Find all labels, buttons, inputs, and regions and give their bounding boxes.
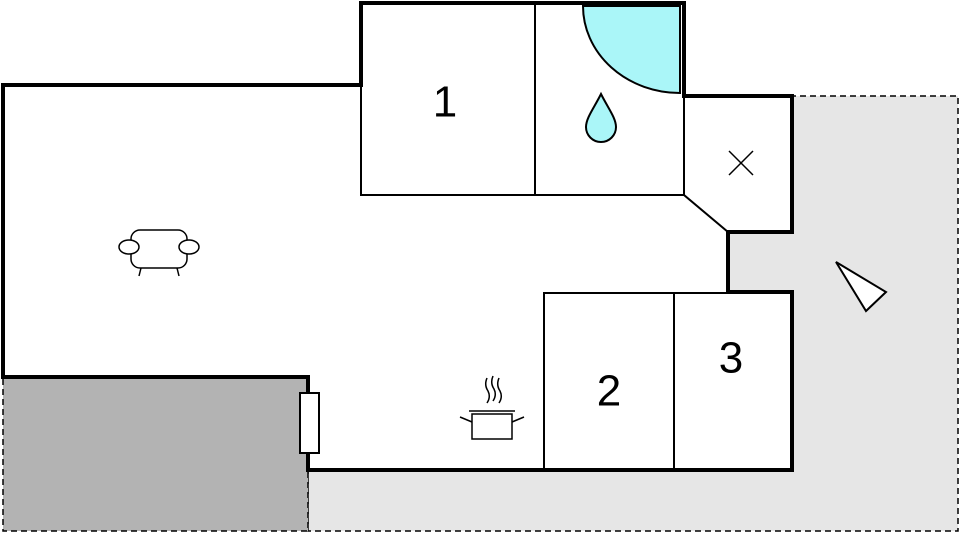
- cross-icon: [728, 150, 754, 176]
- room-3-label: 3: [719, 334, 743, 383]
- sofa-icon: [118, 229, 200, 277]
- outdoor-area-dark: [2, 376, 309, 532]
- cooking-pot-icon: [459, 375, 525, 440]
- water-drop-icon: [584, 91, 618, 143]
- shower: [581, 5, 681, 95]
- room-2-label: 2: [597, 367, 621, 416]
- toilet-room: [683, 95, 793, 233]
- room-3: [673, 292, 793, 471]
- terrace-door: [299, 392, 320, 454]
- north-arrow-icon: [835, 261, 888, 313]
- room-1-label: 1: [433, 78, 457, 127]
